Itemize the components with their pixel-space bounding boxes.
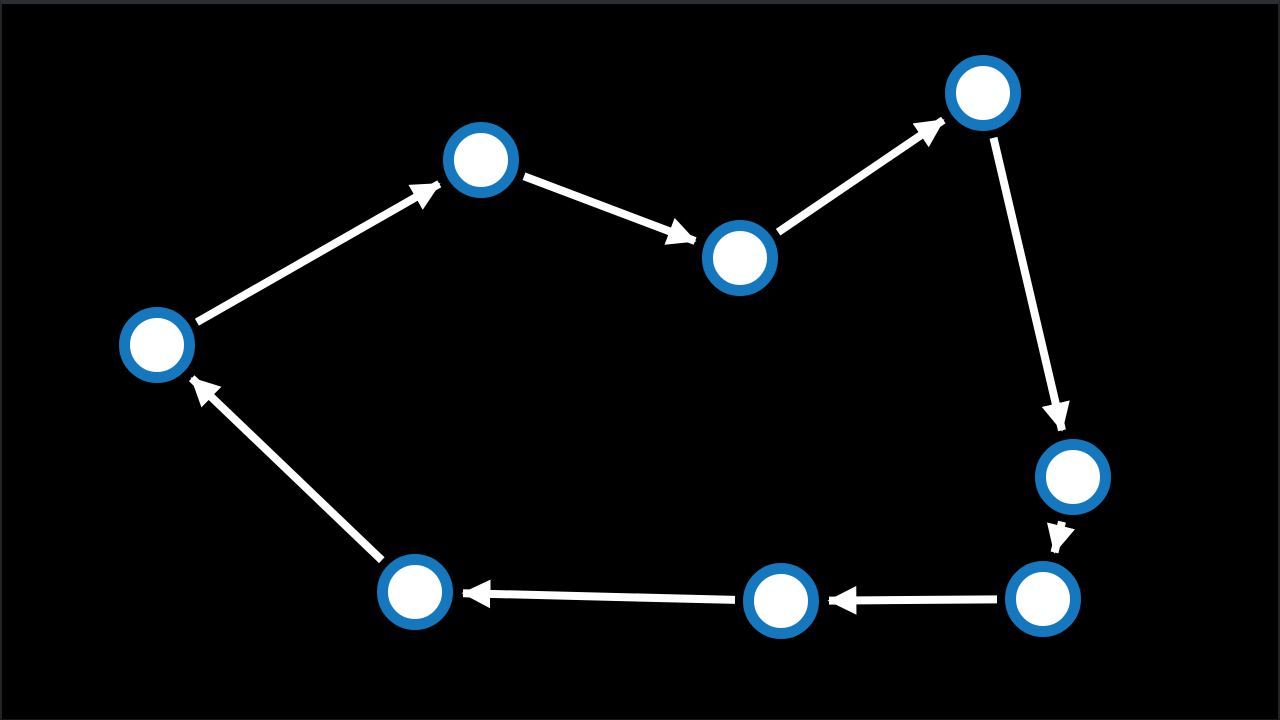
edge-node-top-right-to-node-right [989,136,1070,432]
edge-node-top-middle-to-node-top-right [775,116,946,236]
node-bottom-middle [743,563,819,639]
node-left [119,307,195,383]
edge-node-right-to-node-bottom-right [1047,520,1075,554]
edge-node-bottom-left-to-node-left [188,375,385,564]
edge-node-bottom-middle-to-node-bottom-left [461,579,736,609]
node-top-right [945,55,1021,131]
node-top-left [443,122,519,198]
node-bottom-right [1005,561,1081,637]
node-top-middle [702,220,778,296]
edges-layer [188,116,1075,615]
node-right [1035,439,1111,515]
edge-node-top-left-to-node-top-middle [522,172,697,245]
edge-node-bottom-right-to-node-bottom-middle [827,586,998,615]
node-bottom-left [377,554,453,630]
edge-node-left-to-node-top-left [194,180,442,326]
nodes-layer [119,55,1111,639]
